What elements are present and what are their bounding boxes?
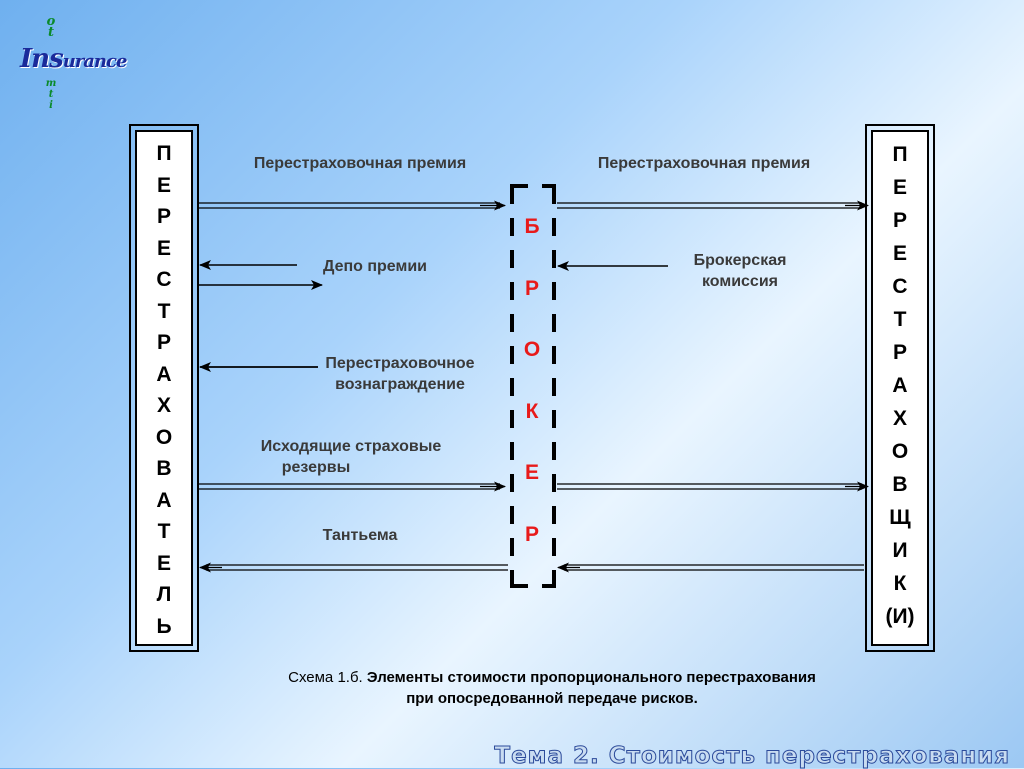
label-outgoing-reserves: Исходящие страховые резервы: [226, 436, 476, 478]
logo-letter: i: [49, 100, 53, 111]
label-reward-line2: вознаграждение: [335, 376, 465, 393]
label-broker-commission-line2: комиссия: [702, 273, 778, 290]
caption-title-line2: при опосредованной передаче рисков.: [406, 690, 698, 707]
reinsurer-letter: И: [892, 539, 908, 562]
diagram-caption: Схема 1.б. Элементы стоимости пропорцион…: [180, 667, 924, 709]
cedent-letter: А: [156, 488, 172, 512]
reinsurer-letter: Р: [892, 341, 907, 364]
logo-word: Insurance: [20, 44, 128, 74]
logo-letter: t: [48, 89, 54, 100]
cedent-letter: Т: [157, 299, 171, 323]
reinsurer-letter: О: [891, 440, 909, 463]
broker-letter: К: [525, 399, 539, 423]
logo-letter: t: [47, 25, 54, 40]
cedent-letter: С: [156, 268, 172, 291]
arrow-premium-to-broker: [198, 200, 506, 211]
slide-topic-footer: Тема 2. Стоимость перестрахования: [494, 743, 1010, 769]
caption-prefix: Схема 1.б.: [288, 669, 363, 686]
label-reserves-line2: резервы: [281, 459, 351, 476]
cedent-letter: Ь: [156, 614, 172, 638]
label-reward-line1: Перестраховочное: [325, 355, 475, 372]
label-premium-left: Перестраховочная премия: [253, 155, 467, 172]
cedent-letter: О: [155, 425, 173, 449]
logo-word-main: Ins: [20, 44, 64, 74]
label-reserves-line1: Исходящие страховые: [260, 438, 442, 455]
label-premium-right: Перестраховочная премия: [597, 155, 811, 172]
cedent-letter: П: [156, 142, 172, 165]
reinsurer-letter: К: [893, 572, 907, 595]
cedent-letter: Р: [156, 205, 171, 228]
logo-letter: m: [45, 78, 57, 89]
reinsurer-letter: Х: [892, 407, 907, 430]
cedent-letter: Л: [156, 583, 172, 606]
cedent-letter: Х: [156, 394, 171, 417]
reinsurer-letter: Р: [892, 209, 907, 232]
label-reinsurance-reward: Перестраховочное вознаграждение: [290, 353, 510, 395]
arrow-premium-to-reinsurer: [557, 200, 869, 211]
broker-letters: Б Р О К Е Р: [509, 211, 555, 581]
caption-title-line1: Элементы стоимости пропорционального пер…: [366, 669, 816, 686]
arrow-tantieme-to-cedent: [199, 562, 508, 573]
broker-letter: Р: [524, 276, 539, 300]
cedent-letter: Е: [156, 551, 171, 575]
cedent-letter: Т: [157, 520, 171, 543]
broker-letter: О: [523, 338, 541, 362]
reinsurer-letter: В: [892, 473, 908, 496]
broker-letter: Р: [524, 522, 539, 546]
reinsurer-letter: Е: [892, 176, 907, 199]
logo-word-rest: urance: [62, 51, 128, 72]
label-deposit: Депо премии: [322, 258, 427, 275]
reinsurer-letter: (И): [885, 605, 915, 628]
reinsurer-letter: П: [892, 143, 908, 166]
reinsurer-letter: А: [892, 374, 908, 397]
broker-letter: Е: [524, 461, 539, 485]
label-broker-commission: Брокерская комиссия: [650, 250, 830, 292]
arrow-tantieme-to-broker: [557, 562, 864, 573]
broker-letter: Б: [524, 215, 540, 238]
reinsurer-letter: Е: [892, 242, 907, 265]
reinsurer-letter: С: [892, 275, 908, 298]
logo-letter: o: [46, 14, 56, 29]
arrow-reserves-to-broker: [198, 481, 506, 492]
reinsurer-letter: Щ: [889, 506, 911, 529]
label-tantieme: Тантьема: [322, 527, 398, 544]
broker-dashed-frame: [510, 184, 556, 588]
label-broker-commission-line1: Брокерская: [693, 252, 787, 269]
cedent-letter: В: [156, 457, 172, 480]
cedent-letter: Е: [156, 173, 171, 197]
cedent-letter: Е: [156, 236, 171, 260]
reinsurer-letter: Т: [893, 308, 907, 331]
cedent-letter: Р: [156, 331, 171, 354]
cedent-letter: А: [156, 362, 172, 386]
arrow-reserves-to-reinsurer: [557, 481, 869, 492]
